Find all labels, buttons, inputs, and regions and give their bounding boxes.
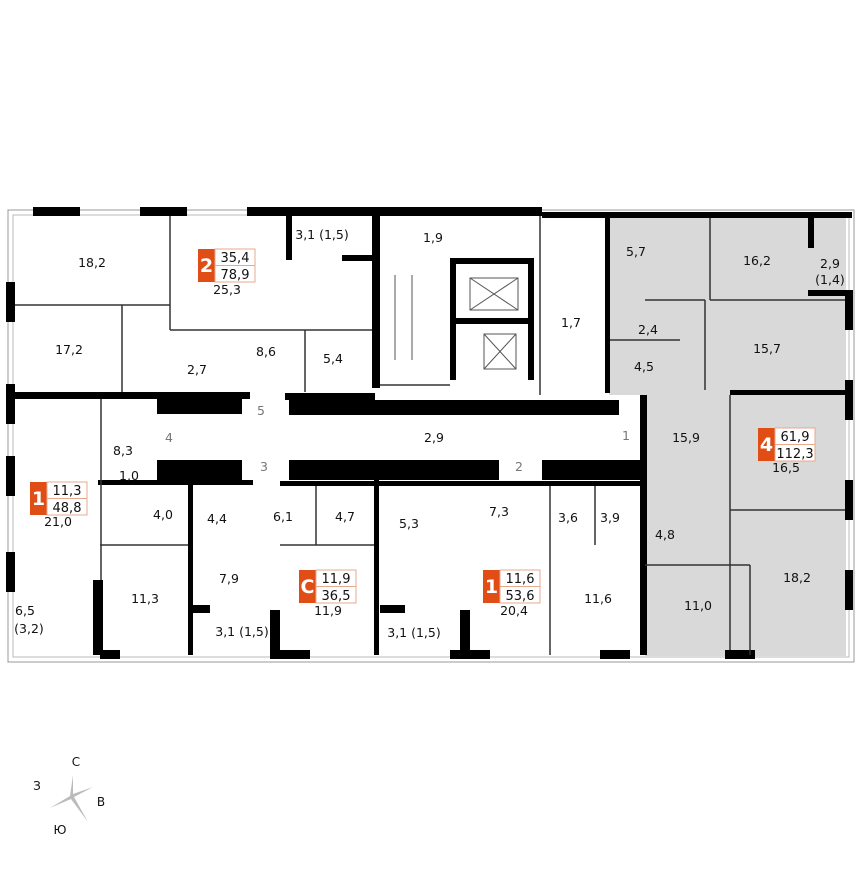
- total-area: 53,6: [506, 589, 535, 604]
- door-numbers: 5 4 3 2 1: [165, 403, 630, 474]
- entrance-number: 2: [515, 459, 523, 474]
- living-area: 11,9: [322, 572, 351, 587]
- compass-east: В: [97, 795, 105, 809]
- walls: [6, 207, 853, 659]
- room-area: 4,4: [207, 511, 227, 526]
- balcony-area: 3,1 (1,5): [215, 624, 269, 639]
- room-area: 4,7: [335, 509, 355, 524]
- compass-west: З: [33, 779, 41, 793]
- room-area: 1,0: [119, 468, 139, 483]
- room-area: 18,2: [78, 255, 106, 270]
- room-area: 25,3: [213, 282, 241, 297]
- room-area: 7,3: [489, 504, 509, 519]
- apartment-4-highlight[interactable]: [609, 215, 846, 656]
- room-area: 1,7: [561, 315, 581, 330]
- room-area: 11,9: [314, 603, 342, 618]
- room-area: 6,1: [273, 509, 293, 524]
- room-area: 16,2: [743, 253, 771, 268]
- room-area: 2,4: [638, 322, 658, 337]
- room-area: 8,6: [256, 344, 276, 359]
- room-area: 1,9: [423, 230, 443, 245]
- compass-north: С: [72, 755, 80, 769]
- rooms-count: С: [301, 576, 315, 598]
- living-area: 11,3: [53, 484, 82, 499]
- rooms-count: 4: [760, 434, 773, 456]
- total-area: 48,8: [53, 501, 82, 516]
- room-area: 5,4: [323, 351, 343, 366]
- room-area: 11,3: [131, 591, 159, 606]
- room-area: 15,7: [753, 341, 781, 356]
- corridor-area: 2,9: [424, 430, 444, 445]
- total-area: 36,5: [322, 589, 351, 604]
- room-area: 18,2: [783, 570, 811, 585]
- balcony-area: 2,9: [820, 256, 840, 271]
- room-area: 17,2: [55, 342, 83, 357]
- total-area: 112,3: [776, 447, 813, 462]
- room-labels: 18,2 25,3 3,1 (1,5) 1,9 17,2 8,6 5,4 2,7…: [14, 227, 845, 640]
- apartment-badge[interactable]: 2 35,4 78,9: [198, 248, 256, 283]
- room-area: 15,9: [672, 430, 700, 445]
- partitions: [15, 216, 845, 655]
- compass-south: Ю: [54, 823, 67, 837]
- balcony-area: 3,1 (1,5): [387, 625, 441, 640]
- living-area: 61,9: [781, 430, 810, 445]
- balcony-area: (1,4): [815, 272, 845, 287]
- balcony-area: 6,5: [15, 603, 35, 618]
- room-area: 21,0: [44, 514, 72, 529]
- room-area: 7,9: [219, 571, 239, 586]
- room-area: 11,0: [684, 598, 712, 613]
- rooms-count: 1: [32, 488, 45, 510]
- rooms-count: 1: [485, 576, 498, 598]
- stair-and-elevators: [394, 275, 519, 370]
- room-area: 5,3: [399, 516, 419, 531]
- room-area: 4,0: [153, 507, 173, 522]
- room-area: 16,5: [772, 460, 800, 475]
- entrance-number: 1: [622, 428, 630, 443]
- compass: С З В Ю: [33, 755, 105, 837]
- apartment-badge[interactable]: 1 11,3 48,8: [30, 481, 88, 516]
- compass-star-icon: [50, 775, 93, 822]
- apartment-badge[interactable]: 4 61,9 112,3: [758, 427, 816, 462]
- rooms-count: 2: [200, 255, 213, 277]
- room-area: 20,4: [500, 603, 528, 618]
- room-area: 8,3: [113, 443, 133, 458]
- room-area: 2,7: [187, 362, 207, 377]
- room-area: 11,6: [584, 591, 612, 606]
- entrance-number: 5: [257, 403, 265, 418]
- room-area: 4,5: [634, 359, 654, 374]
- apartment-badge[interactable]: С 11,9 36,5: [299, 569, 357, 604]
- room-area: 5,7: [626, 244, 646, 259]
- living-area: 35,4: [221, 251, 250, 266]
- living-area: 11,6: [506, 572, 535, 587]
- balcony-area: (3,2): [14, 621, 44, 636]
- total-area: 78,9: [221, 268, 250, 283]
- room-area: 3,9: [600, 510, 620, 525]
- balcony-area: 3,1 (1,5): [295, 227, 349, 242]
- entrance-number: 4: [165, 430, 173, 445]
- apartment-badge[interactable]: 1 11,6 53,6: [483, 569, 541, 604]
- room-area: 3,6: [558, 510, 578, 525]
- entrance-number: 3: [260, 459, 268, 474]
- room-area: 4,8: [655, 527, 675, 542]
